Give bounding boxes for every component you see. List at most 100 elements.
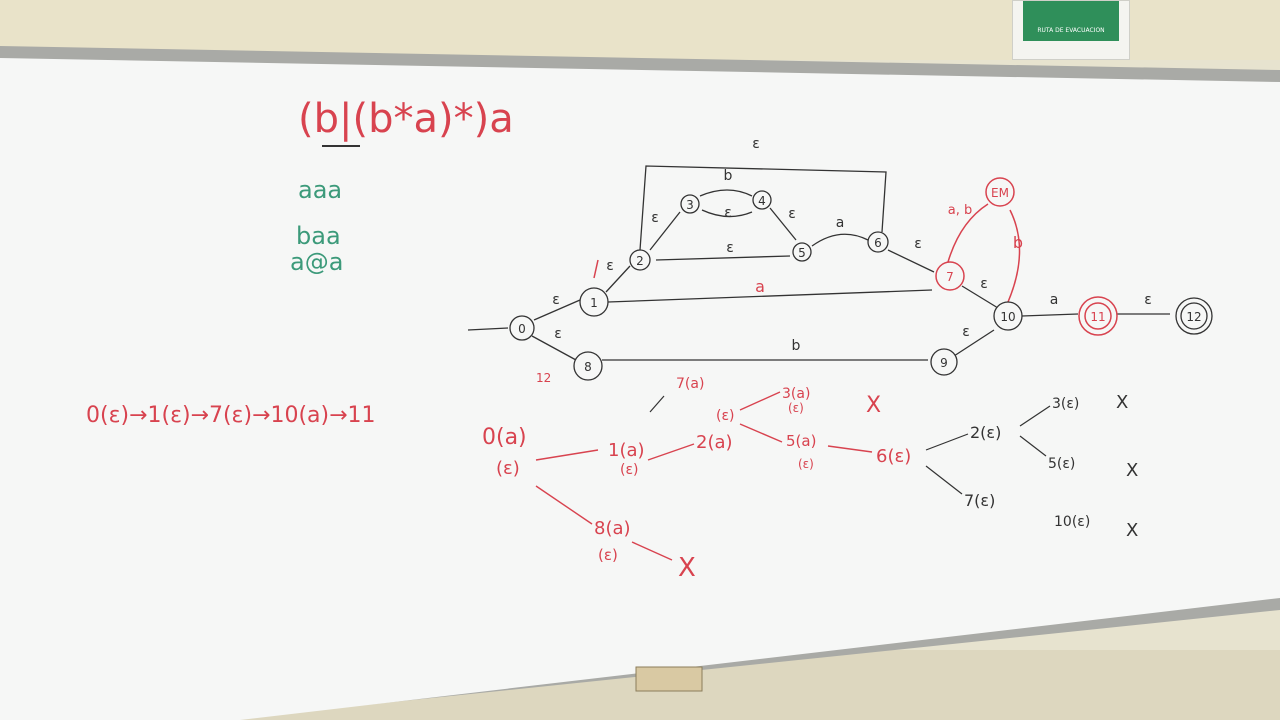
edge-1-2	[605, 265, 631, 293]
tree-root: 0(a)	[482, 425, 527, 450]
tree-node-5b: 5(ε)	[1048, 456, 1075, 472]
tree-node-8: 8(a)	[594, 518, 631, 539]
tree-edges-black	[649, 395, 1051, 495]
tree-red-nodes: 0(a) (ε) 7(a) 1(a) (ε) 2(a) (ε) 3(a) (ε)…	[482, 376, 911, 583]
edge-7-10	[961, 285, 999, 309]
edge-3-4	[699, 189, 753, 197]
state-2-label: 2	[636, 254, 644, 268]
tree-node-3b: 3(ε)	[1052, 396, 1079, 412]
trace-left-text: 0(ε)→1(ε)→7(ε)→10(a)→11	[86, 403, 376, 428]
evacuation-sign-text: RUTA DE EVACUACION	[1037, 27, 1105, 34]
tree-node-2b: 2(ε)	[970, 423, 1001, 442]
tree-edge-2-3	[739, 391, 781, 411]
tree-node-2: 2(a)	[696, 432, 733, 453]
label-7-em: a, b	[948, 203, 972, 218]
tree-edge-6-2	[925, 433, 969, 451]
tree-reject-2: X	[678, 553, 696, 583]
tree-root-eps: (ε)	[496, 458, 520, 479]
nfa-edge-labels-red: a a, b b	[755, 203, 1023, 296]
label-5-6: a	[836, 215, 845, 231]
label-8-9: b	[792, 338, 801, 354]
label-1-2: ε	[606, 258, 614, 274]
edge-4-3	[701, 209, 753, 218]
tree-edge-5-6	[827, 445, 873, 453]
regex-text: (b|(b*a)*)a	[298, 96, 514, 142]
test-string-1: aaa	[298, 176, 342, 204]
trace-left: 0(ε)→1(ε)→7(ε)→10(a)→11 12	[86, 371, 551, 428]
edge-6-7	[887, 249, 935, 273]
edge-0-8	[531, 335, 577, 361]
label-10-11: a	[1050, 292, 1059, 308]
label-2-3: ε	[651, 210, 659, 226]
edge-10-11	[1021, 313, 1079, 317]
tree-edges	[535, 391, 873, 561]
test-string-3: a@a	[290, 248, 343, 276]
state-9	[930, 348, 958, 376]
state-6	[867, 231, 889, 253]
regex-expression: (b|(b*a)*)a	[298, 96, 514, 147]
tree-edge-2-5	[739, 423, 783, 443]
label-6-2: ε	[752, 136, 760, 152]
state-3	[680, 194, 700, 214]
state-5	[792, 242, 812, 262]
edge-6-2	[639, 165, 887, 251]
state-7	[935, 261, 965, 291]
nfa-states-red	[935, 177, 1118, 336]
state-11-inner	[1084, 302, 1112, 330]
tree-reject-1: X	[866, 393, 881, 418]
nfa-state-labels: 0 1 2 3 4 5 6 8 9 10 12	[518, 194, 1201, 374]
edge-9-10	[953, 329, 995, 357]
tree-node-10b: 10(ε)	[1054, 514, 1090, 530]
tree-node-3: 3(a)	[782, 386, 810, 402]
label-1-7: a	[755, 277, 765, 296]
edge-2-3	[649, 211, 681, 251]
nfa-state-labels-red: 7 EM 11	[946, 186, 1105, 324]
tree-edge-1-2	[647, 443, 695, 461]
edge-7-em	[947, 203, 989, 263]
label-7-10: ε	[980, 276, 988, 292]
tree-edge-2-3b	[1019, 405, 1051, 427]
label-2-5: ε	[726, 240, 734, 256]
state-2	[629, 249, 651, 271]
evacuation-sign-panel	[1023, 1, 1119, 41]
edge-0-1	[533, 299, 581, 321]
tree-node-8-eps: (ε)	[598, 546, 618, 564]
state-6-label: 6	[874, 236, 882, 250]
state-3-label: 3	[686, 198, 694, 212]
board-surface	[0, 58, 1280, 720]
tree-edge-8-x	[631, 541, 673, 561]
state-7-label: 7	[946, 270, 954, 284]
test-string-2: baa	[296, 222, 341, 250]
label-11-12: ε	[1144, 292, 1152, 308]
edge-5-6	[811, 233, 869, 247]
state-0	[509, 315, 535, 341]
state-5-label: 5	[798, 246, 806, 260]
label-0-1: ε	[552, 292, 560, 308]
tree-node-1-eps: (ε)	[620, 462, 639, 478]
tree-reject-3: X	[1116, 392, 1128, 413]
state-8	[573, 351, 603, 381]
tree-node-5-eps: (ε)	[798, 457, 814, 471]
label-6-7: ε	[914, 236, 922, 252]
state-12-inner	[1180, 302, 1208, 330]
state-em	[985, 177, 1015, 207]
edge-2-5	[655, 255, 791, 261]
edge-start	[467, 327, 509, 331]
tree-edge-7	[649, 395, 665, 413]
nfa-states	[509, 190, 1213, 381]
tree-node-5: 5(a)	[786, 432, 816, 450]
state-1	[579, 287, 609, 317]
state-12-label: 12	[1186, 310, 1201, 324]
edge-1-7	[607, 289, 933, 303]
tree-edge-6-7	[925, 465, 963, 495]
state-em-label: EM	[991, 186, 1009, 200]
test-strings: aaa baa a@a	[290, 176, 343, 276]
tree-node-3-eps: (ε)	[788, 401, 804, 415]
label-9-10: ε	[962, 324, 970, 340]
trace-left-tail: 12	[536, 371, 551, 385]
label-4-3: ε	[724, 205, 732, 221]
state-4	[752, 190, 772, 210]
tree-edge-root-1	[535, 449, 599, 461]
label-4-5: ε	[788, 206, 796, 222]
tree-node-2-eps: (ε)	[716, 408, 735, 424]
